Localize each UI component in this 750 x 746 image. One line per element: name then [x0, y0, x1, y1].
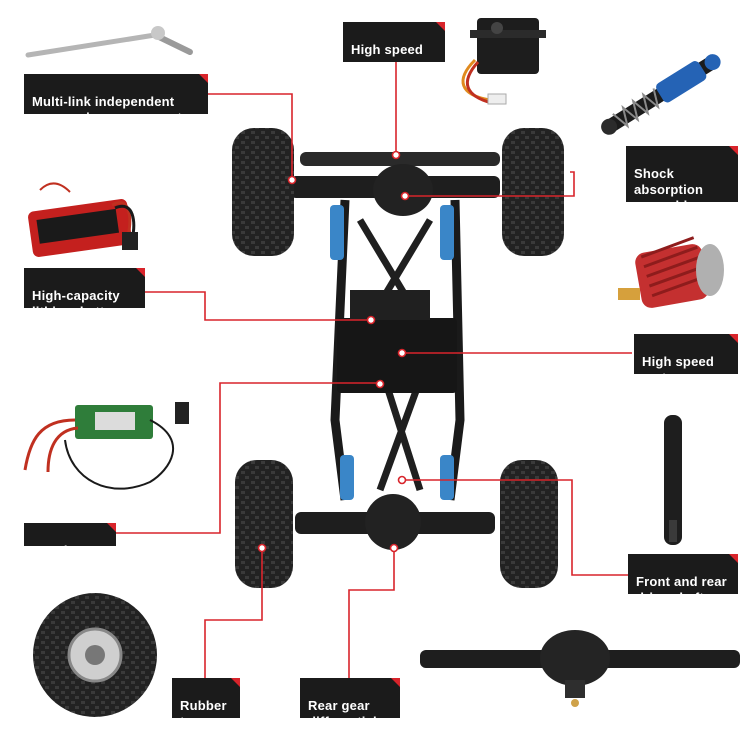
differential-picture [420, 630, 740, 707]
tyre-picture [33, 593, 157, 717]
rear-left-wheel [235, 460, 293, 588]
callout-battery: High-capacity lithium battery [24, 268, 145, 319]
car-chassis [232, 128, 564, 588]
front-right-wheel [502, 128, 564, 256]
servo-picture [461, 18, 546, 105]
callout-driveshafts-text: Front and rear drive shafts [636, 574, 727, 605]
callout-tyre: Rubber tyre [172, 678, 240, 729]
callout-suspension-text: Multi-link independent suspension compon… [32, 94, 190, 125]
callout-driveshafts: Front and rear drive shafts [628, 554, 738, 605]
shock-absorber-picture [601, 54, 721, 135]
callout-suspension: Multi-link independent suspension compon… [24, 74, 208, 125]
receiver-picture [23, 402, 189, 490]
battery-picture [28, 182, 138, 257]
front-left-wheel [232, 128, 294, 256]
callout-battery-text: High-capacity lithium battery [32, 288, 125, 319]
callout-receiver: Receiver [24, 523, 116, 558]
leader-dots [257, 150, 410, 553]
rear-right-wheel [500, 460, 558, 588]
callout-shock-text: Shock absorption assembly [634, 166, 704, 213]
callout-servo-text: High speed servo [351, 42, 424, 73]
callout-tyre-text: Rubber tyre [180, 698, 227, 729]
callout-motor: High speed motor [634, 334, 738, 385]
suspension-link-picture [25, 26, 193, 58]
callout-shock: Shock absorption assembly [626, 146, 738, 213]
callout-receiver-text: Receiver [32, 543, 88, 558]
drive-shaft-picture [664, 415, 682, 545]
motor-picture [618, 236, 724, 308]
callout-differential-text: Rear gear differential [308, 698, 377, 729]
callout-servo: High speed servo [343, 22, 445, 73]
callout-differential: Rear gear differential [300, 678, 400, 729]
callout-motor-text: High speed motor [642, 354, 715, 385]
